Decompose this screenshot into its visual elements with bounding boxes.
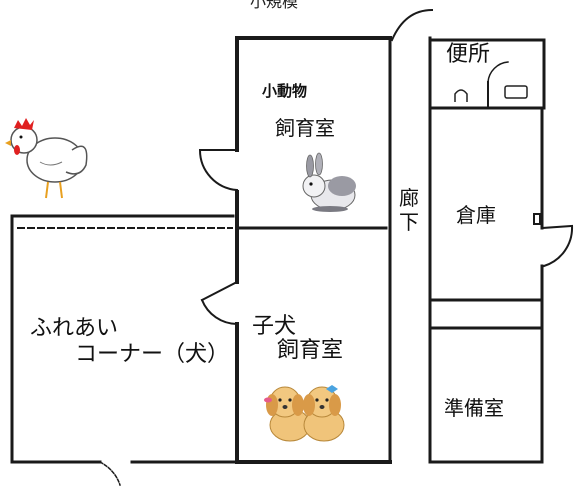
corridor-label: 廊下 xyxy=(399,186,419,234)
chicken-icon xyxy=(5,118,88,199)
puppy-room-walls xyxy=(235,230,392,464)
rabbit-icon xyxy=(302,152,356,212)
puppy-room-label: 飼育室 xyxy=(277,338,344,363)
toilet-walls xyxy=(428,38,546,110)
small-animal-room-label: 飼育室 xyxy=(275,116,335,140)
toilet-label: 便所 xyxy=(446,42,491,67)
puppies-icon xyxy=(264,385,345,442)
small-animal-room-door xyxy=(198,148,239,192)
storage-walls xyxy=(430,106,544,464)
toilet-icon xyxy=(454,85,528,102)
small-animal-label: 小動物 xyxy=(262,82,308,100)
contact-corner-label-2: コーナー（犬） xyxy=(75,342,230,367)
corridor-walls xyxy=(388,8,434,464)
storage-door xyxy=(533,213,574,268)
contact-corner-fence xyxy=(10,214,239,486)
storage-label: 倉庫 xyxy=(456,203,496,227)
top-cut-text: 小規模 xyxy=(250,0,299,11)
puppy-label: 子犬 xyxy=(252,314,297,339)
prep-room-label: 準備室 xyxy=(444,396,504,420)
small-animal-room-walls xyxy=(235,36,392,230)
puppy-room-door xyxy=(200,280,239,326)
contact-corner-label-1: ふれあい xyxy=(30,316,119,341)
